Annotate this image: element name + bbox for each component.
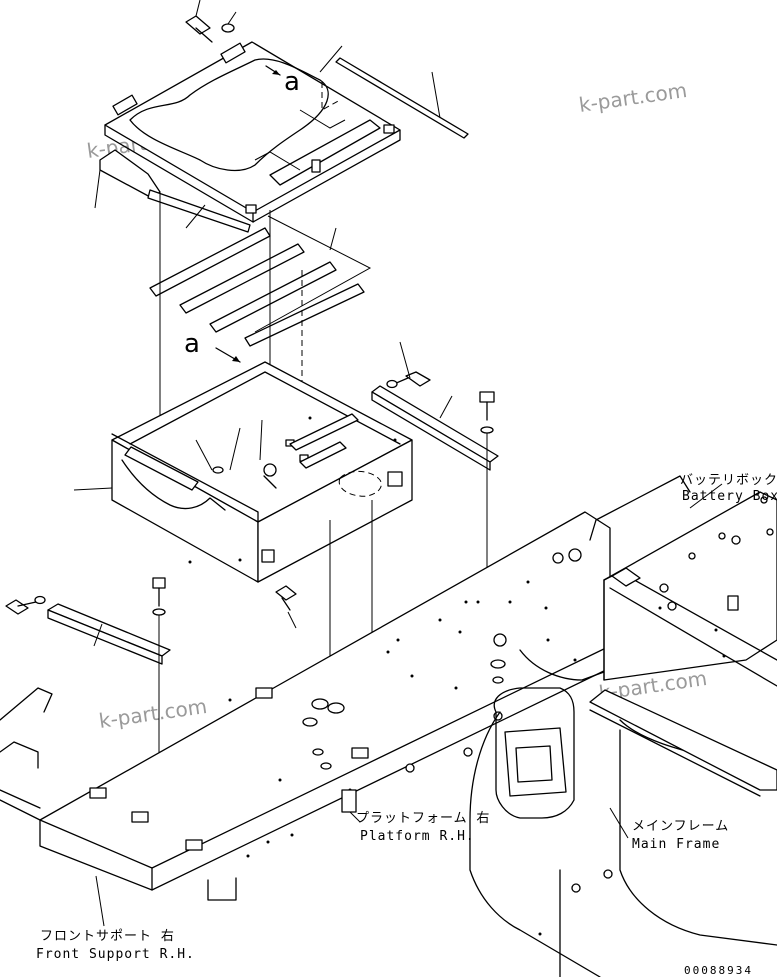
battery-cover: [104, 41, 401, 223]
bracket-left: [5, 577, 197, 840]
rubber-strips: [149, 215, 372, 347]
view-letter-side: a: [184, 329, 200, 359]
diagram-number: 00088934: [684, 964, 753, 977]
bolt-under-box: [275, 585, 297, 629]
bolt-top: [185, 0, 237, 43]
label-main-frame-en: Main Frame: [632, 837, 720, 852]
label-battery-box-en: Battery Box: [682, 489, 777, 504]
cover-bracket: [94, 149, 251, 233]
label-front-support-en: Front Support R.H.: [36, 947, 195, 962]
seal-strip: [335, 57, 469, 139]
front-support: [0, 687, 237, 927]
battery-box-reference: [589, 475, 777, 687]
watermark-bottom-left: k-part.com: [97, 694, 208, 733]
platform-rh: [39, 511, 611, 891]
leader-cover: [319, 45, 343, 73]
bracket-right: [360, 341, 499, 691]
battery-box: [73, 361, 413, 583]
label-platform-jp: プラットフォーム 右: [356, 811, 490, 826]
view-marker-side: a: [184, 329, 241, 363]
main-frame: [469, 649, 777, 977]
label-platform-en: Platform R.H.: [360, 829, 475, 844]
view-letter-top: a: [284, 67, 300, 97]
label-main-frame-jp: メインフレーム: [632, 819, 729, 834]
drain-hidden: [338, 471, 382, 497]
label-battery-box-jp: バッテリボックス: [680, 473, 777, 488]
watermark-top-right: k-part.com: [577, 78, 688, 117]
label-front-support-jp: フロントサポート 右: [40, 929, 175, 944]
view-marker-top: a: [265, 65, 300, 97]
